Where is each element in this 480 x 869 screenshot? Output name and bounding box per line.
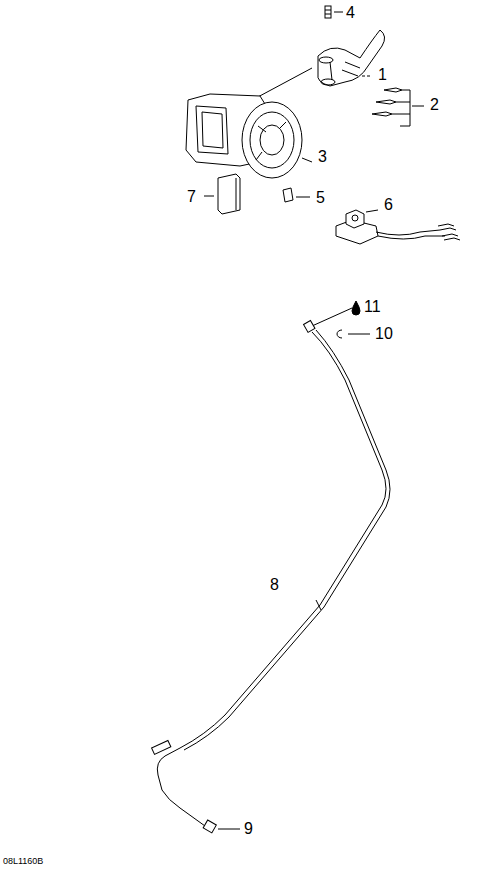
callout-number: 8 <box>269 577 280 593</box>
screw <box>283 188 310 202</box>
cover <box>204 174 240 214</box>
screws <box>372 88 424 126</box>
drawing-code: 08L1160B <box>2 857 44 866</box>
callout-number: 3 <box>317 149 328 165</box>
callout-number: 10 <box>374 326 394 342</box>
clip <box>337 330 342 338</box>
lubricant-drop <box>352 301 360 315</box>
callout-number: 4 <box>345 5 356 21</box>
callout-number: 11 <box>363 299 382 315</box>
sensor <box>336 210 460 244</box>
callout-number: 6 <box>383 197 394 213</box>
callout-number: 2 <box>429 97 440 113</box>
switch-lever <box>318 30 385 86</box>
fastener <box>325 6 343 18</box>
callout-number: 7 <box>186 189 197 205</box>
callout-number: 1 <box>377 67 388 83</box>
cable <box>152 321 390 833</box>
housing <box>186 94 312 178</box>
callout-number: 9 <box>243 821 254 837</box>
callout-number: 5 <box>315 190 326 206</box>
